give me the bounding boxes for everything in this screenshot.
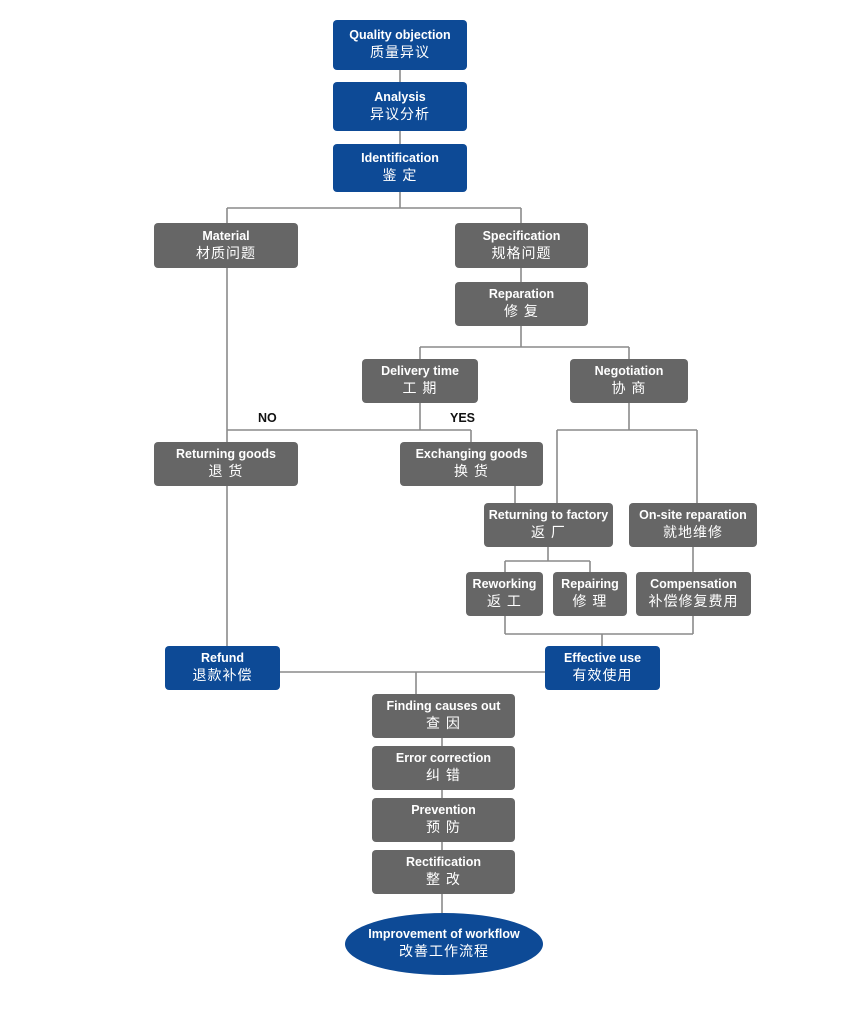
refund-node: Refund 退款补偿 — [165, 646, 280, 690]
node-label-en: Negotiation — [594, 364, 664, 379]
node-label-en: Returning goods — [176, 447, 276, 462]
node-label-zh: 有效使用 — [572, 667, 633, 684]
node-label-en: Identification — [361, 151, 439, 166]
node-label-zh: 工 期 — [402, 380, 438, 397]
node-label-en: Compensation — [650, 577, 737, 592]
node-label-en: Reparation — [488, 287, 555, 302]
finding-causes-node: Finding causes out 查 因 — [372, 694, 515, 738]
negotiation-node: Negotiation 协 商 — [570, 359, 688, 403]
node-label-zh: 查 因 — [426, 715, 461, 732]
reparation-node: Reparation 修 复 — [455, 282, 588, 326]
node-label-zh: 规格问题 — [491, 244, 552, 261]
returning-to-factory-node: Returning to factory 返 厂 — [484, 503, 613, 547]
node-label-zh: 协 商 — [611, 380, 647, 397]
node-label-en: Exchanging goods — [415, 447, 528, 462]
node-label-zh: 返 厂 — [531, 524, 566, 541]
compensation-node: Compensation 补偿修复费用 — [636, 572, 751, 616]
material-node: Material 材质问题 — [154, 223, 298, 268]
prevention-node: Prevention 预 防 — [372, 798, 515, 842]
node-label-en: Improvement of workflow — [368, 927, 520, 942]
node-label-en: Returning to factory — [488, 508, 609, 523]
node-label-zh: 退款补偿 — [192, 667, 253, 684]
specification-node: Specification 规格问题 — [455, 223, 588, 268]
node-label-zh: 鉴 定 — [382, 167, 418, 184]
node-label-zh: 异议分析 — [370, 105, 430, 122]
node-label-zh: 改善工作流程 — [399, 943, 489, 960]
node-label-zh: 修 理 — [572, 593, 608, 610]
analysis-node: Analysis 异议分析 — [333, 82, 467, 131]
node-label-zh: 预 防 — [426, 819, 461, 836]
node-label-zh: 纠 错 — [426, 767, 461, 784]
node-label-en: On-site reparation — [639, 508, 747, 523]
node-label-zh: 换 货 — [454, 463, 489, 480]
node-label-zh: 就地维修 — [663, 524, 723, 541]
identification-node: Identification 鉴 定 — [333, 144, 467, 192]
returning-goods-node: Returning goods 退 货 — [154, 442, 298, 486]
node-label-en: Refund — [200, 651, 245, 666]
node-label-en: Rectification — [405, 855, 481, 870]
delivery-time-node: Delivery time 工 期 — [362, 359, 478, 403]
node-label-en: Analysis — [374, 89, 426, 104]
node-label-en: Effective use — [563, 651, 642, 666]
node-label-en: Repairing — [561, 577, 619, 592]
improvement-of-workflow-node: Improvement of workflow 改善工作流程 — [345, 913, 543, 975]
onsite-reparation-node: On-site reparation 就地维修 — [629, 503, 757, 547]
node-label-zh: 补偿修复费用 — [648, 593, 739, 610]
effective-use-node: Effective use 有效使用 — [545, 646, 660, 690]
no-branch-label: NO — [258, 411, 277, 425]
node-label-en: Error correction — [395, 751, 492, 766]
node-label-zh: 返 工 — [487, 593, 522, 610]
repairing-node: Repairing 修 理 — [553, 572, 627, 616]
error-correction-node: Error correction 纠 错 — [372, 746, 515, 790]
node-label-zh: 退 货 — [208, 463, 244, 480]
node-label-en: Specification — [482, 228, 561, 243]
node-label-en: Reworking — [472, 577, 537, 592]
exchanging-goods-node: Exchanging goods 换 货 — [400, 442, 543, 486]
node-label-en: Quality objection — [349, 28, 451, 43]
node-label-zh: 整 改 — [426, 871, 461, 888]
node-label-zh: 修 复 — [504, 303, 539, 320]
node-label-en: Material — [202, 228, 250, 243]
node-label-zh: 材质问题 — [196, 244, 256, 261]
reworking-node: Reworking 返 工 — [466, 572, 543, 616]
yes-branch-label: YES — [450, 411, 476, 425]
rectification-node: Rectification 整 改 — [372, 850, 515, 894]
node-label-zh: 质量异议 — [370, 44, 430, 61]
node-label-en: Finding causes out — [386, 699, 501, 714]
node-label-en: Prevention — [411, 803, 476, 818]
quality-objection-node: Quality objection 质量异议 — [333, 20, 467, 70]
node-label-en: Delivery time — [381, 364, 459, 379]
